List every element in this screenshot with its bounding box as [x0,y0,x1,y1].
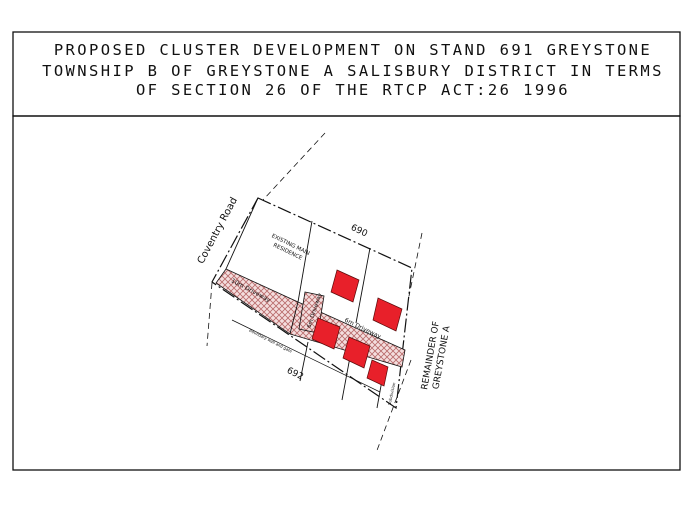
drawing-frame [12,115,681,471]
site-plan [206,132,423,454]
unit-2-building [372,297,403,332]
unit-3-building [311,317,341,350]
unit-1-building [330,269,360,303]
road-label: Coventry Road [196,196,240,266]
title-line-1: PROPOSED CLUSTER DEVELOPMENT ON STAND 69… [54,41,652,59]
title-line-3: OF SECTION 26 OF THE RTCP ACT:26 1996 [136,81,570,99]
stand-691-boundary [211,197,413,410]
title-line-2: TOWNSHIP B OF GREYSTONE A SALISBURY DIST… [42,62,664,80]
unit-note: Subdivision [387,382,397,406]
stand-692-label: 692 [285,366,305,383]
unit-5-building [366,359,389,387]
boundary-wall-ticks [231,319,381,393]
cluster-units [311,269,403,387]
unit-4-building [342,336,371,369]
stand-690-label: 690 [349,223,369,240]
extension-lines [206,132,423,454]
main-driveway-hatch [215,268,299,335]
